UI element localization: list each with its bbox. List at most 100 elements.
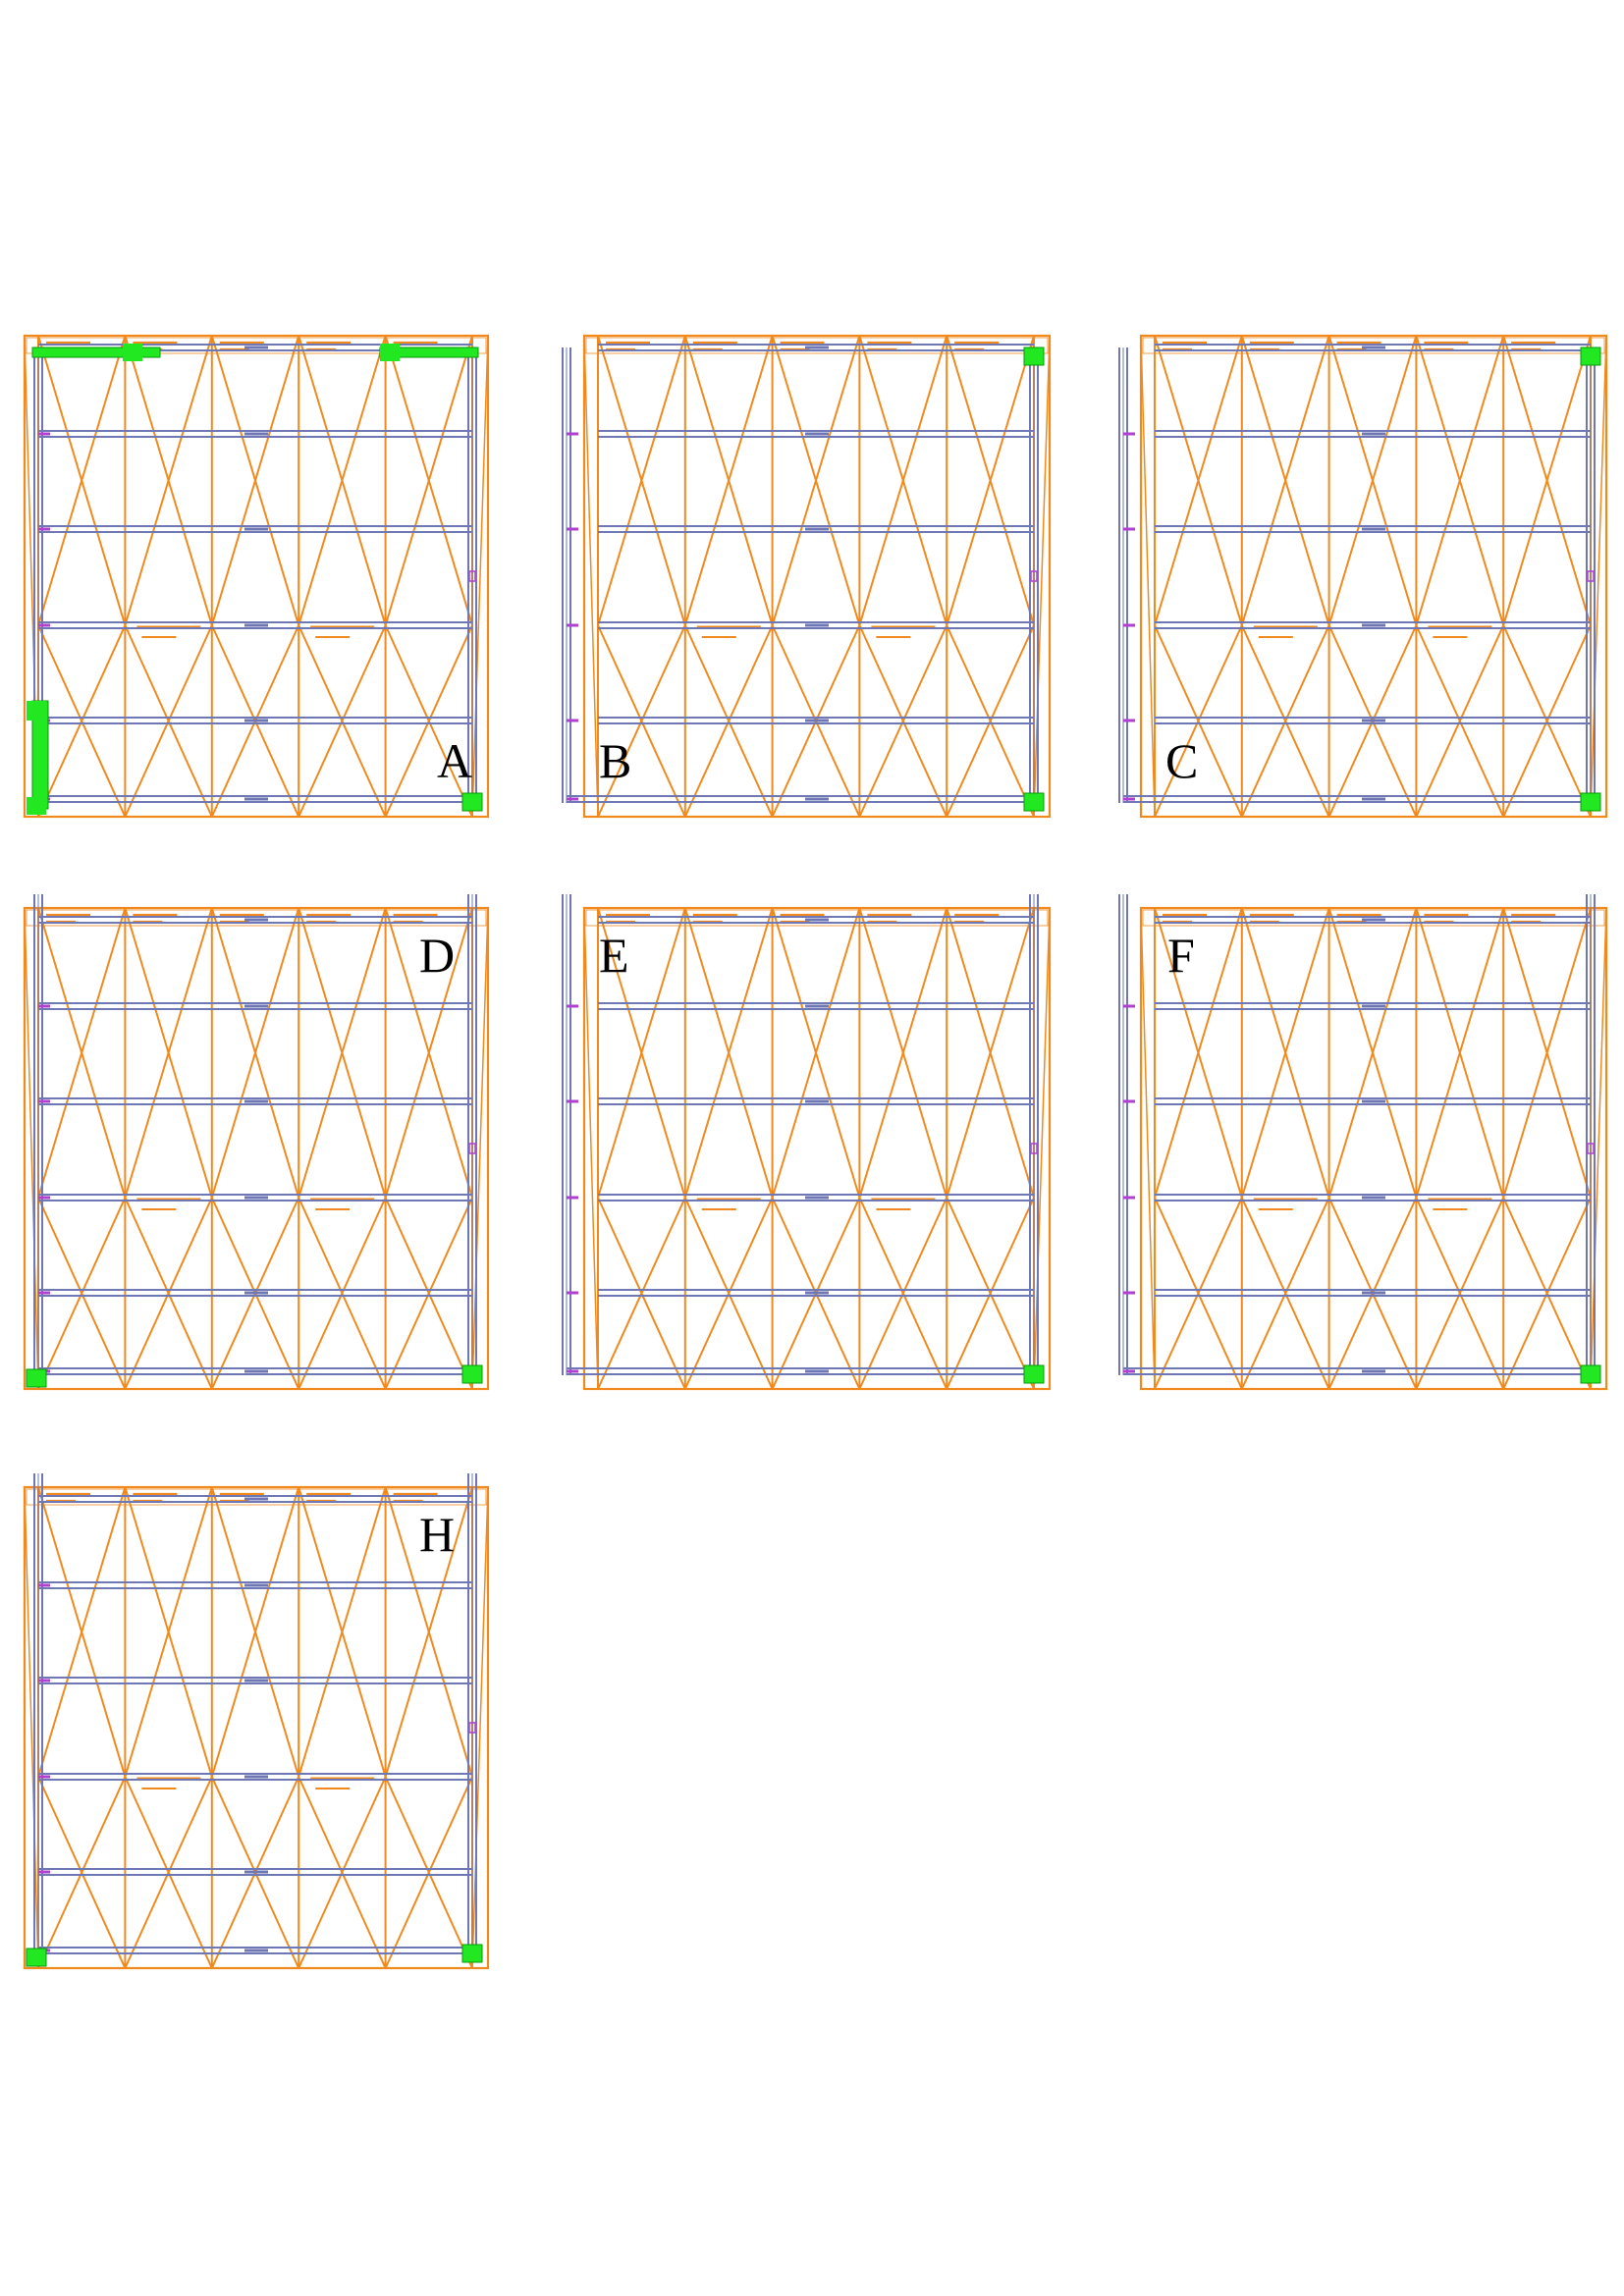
rack-panel-c: C <box>1118 334 1608 819</box>
label-band <box>1142 337 1605 354</box>
corner-brace <box>1590 907 1607 1390</box>
brace <box>124 907 213 1199</box>
frame-border <box>23 906 490 1391</box>
brace <box>1154 1197 1243 1390</box>
brace <box>597 907 686 1199</box>
brace <box>1154 624 1243 818</box>
rack-panel-a: A <box>23 334 490 819</box>
brace <box>771 335 861 626</box>
highlight-bottom-right-corner <box>461 1364 483 1384</box>
frame-border <box>1139 906 1608 1391</box>
brace <box>124 1197 213 1390</box>
brace <box>384 624 473 818</box>
upright-marker <box>1587 1143 1595 1154</box>
upright-marker <box>468 570 476 582</box>
label-band <box>1142 909 1605 927</box>
upright-marker <box>1030 570 1038 582</box>
highlight-block <box>27 701 46 721</box>
highlight-block <box>27 797 46 815</box>
brace <box>597 624 686 818</box>
highlight-bottom-right-corner <box>461 792 483 812</box>
highlight-bottom-left-corner <box>26 1948 47 1967</box>
upright-marker <box>468 1143 476 1154</box>
label-band <box>585 337 1049 354</box>
panel-letter: H <box>419 1507 455 1562</box>
brace <box>597 335 686 626</box>
corner-brace <box>1033 335 1051 818</box>
brace <box>1502 907 1592 1199</box>
brace <box>946 624 1035 818</box>
brace <box>298 335 387 626</box>
corner-brace <box>471 335 489 818</box>
brace <box>124 624 213 818</box>
rack-panel-d: D <box>23 894 490 1391</box>
brace <box>384 1486 473 1778</box>
panel-letter: F <box>1167 928 1195 983</box>
brace <box>1240 907 1330 1199</box>
corner-brace <box>24 1486 39 1969</box>
upright-marker <box>1587 570 1595 582</box>
panel-letter: D <box>419 928 455 983</box>
brace <box>124 1486 213 1778</box>
brace <box>683 1197 774 1390</box>
highlight-bottom-right-corner <box>1023 792 1045 812</box>
brace <box>298 1197 387 1390</box>
brace <box>210 907 300 1199</box>
brace <box>858 907 948 1199</box>
brace <box>384 1197 473 1390</box>
brace <box>384 1776 473 1969</box>
corner-brace <box>471 1486 489 1969</box>
highlight-block <box>380 344 400 361</box>
panel-letter: B <box>599 733 631 788</box>
corner-brace <box>583 335 599 818</box>
brace <box>1502 1197 1592 1390</box>
brace <box>683 907 774 1199</box>
brace <box>210 335 300 626</box>
brace <box>384 335 473 626</box>
label-band <box>26 337 487 354</box>
frame-border <box>1139 334 1608 819</box>
brace <box>946 335 1035 626</box>
brace <box>384 907 473 1199</box>
panel-letter: C <box>1165 733 1198 788</box>
rack-panel-e: E <box>562 894 1052 1391</box>
brace <box>1502 624 1592 818</box>
corner-brace <box>24 907 39 1390</box>
brace <box>1415 624 1505 818</box>
brace <box>298 624 387 818</box>
highlight-bottom-right-corner <box>1580 792 1601 812</box>
highlight-top-right-corner <box>1580 347 1601 366</box>
label-band <box>26 909 487 927</box>
upright-marker <box>1030 1143 1038 1154</box>
brace <box>298 1776 387 1969</box>
brace <box>858 624 948 818</box>
brace <box>124 335 213 626</box>
brace <box>1415 907 1505 1199</box>
frame-border <box>23 334 490 819</box>
upright-marker <box>468 1722 476 1734</box>
corner-brace <box>471 907 489 1390</box>
rack-panel-h: H <box>23 1473 490 1970</box>
brace <box>37 1197 127 1390</box>
brace <box>1240 335 1330 626</box>
corner-brace <box>1140 907 1156 1390</box>
brace <box>1154 335 1243 626</box>
brace <box>858 335 948 626</box>
highlight-block <box>123 344 142 361</box>
frame-border <box>582 334 1052 819</box>
frame-border <box>582 906 1052 1391</box>
brace <box>298 1486 387 1778</box>
brace <box>858 1197 948 1390</box>
brace <box>946 907 1035 1199</box>
brace <box>1415 335 1505 626</box>
brace <box>1154 907 1243 1199</box>
brace <box>597 1197 686 1390</box>
corner-brace <box>1140 335 1156 818</box>
highlight-bottom-right-corner <box>461 1944 483 1963</box>
panel-letter: E <box>599 928 629 983</box>
brace <box>1240 624 1330 818</box>
brace <box>37 907 127 1199</box>
label-band <box>585 909 1049 927</box>
brace <box>37 1486 127 1778</box>
